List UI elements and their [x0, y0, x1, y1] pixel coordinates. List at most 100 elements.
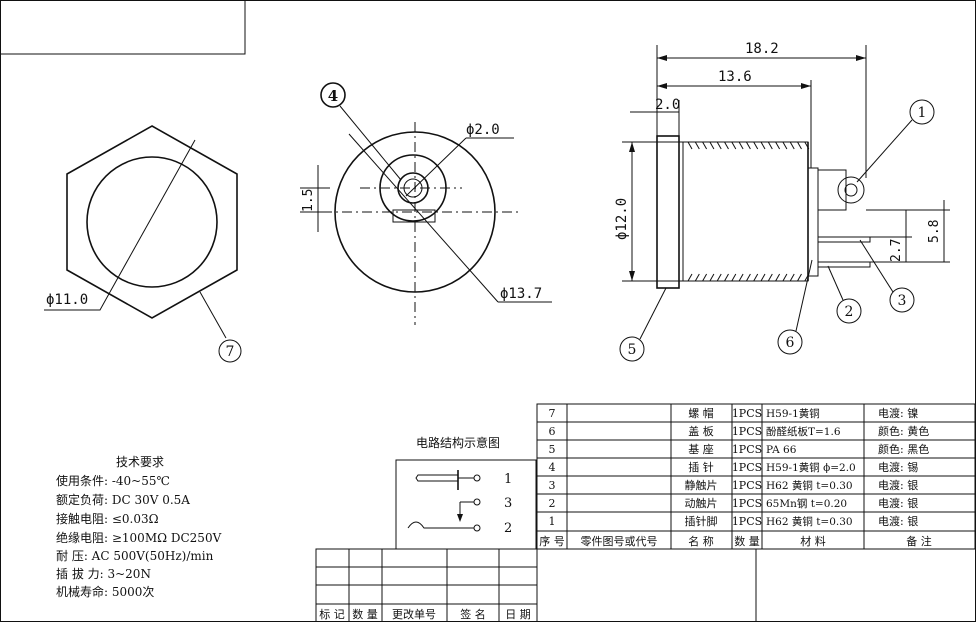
thread-crest — [709, 141, 715, 150]
thread-crest — [789, 141, 795, 150]
pin-symbol — [415, 474, 459, 482]
arrow — [629, 142, 635, 152]
tech-title: 技术要求 — [116, 455, 164, 469]
thread-crest — [775, 273, 781, 282]
flange-outline — [656, 135, 680, 289]
thread-crest — [797, 141, 802, 150]
balloon-7 — [218, 339, 242, 363]
dim-d20: ϕ2.0 — [466, 122, 500, 138]
bom-cell-mat: 酚醛纸板T=1.6 — [766, 425, 841, 438]
circuit-box — [395, 459, 537, 550]
bom-cell-note: 电渡: 银 — [878, 514, 918, 528]
bom-cell-note: 颜色: 黄色 — [878, 424, 929, 438]
thread-crest — [760, 141, 766, 150]
circuit-title: 电路结构示意图 — [416, 435, 500, 450]
bom-cell-no: 5 — [549, 443, 556, 456]
thread-crest — [753, 141, 759, 150]
dim-d58: 5.8 — [927, 220, 942, 243]
hex-outline — [66, 125, 238, 319]
bom-header-mat: 材 料 — [800, 534, 826, 548]
bom-cell-mat: H62 黄铜 t=0.30 — [766, 515, 853, 528]
bom-cell-mat: 65Mn钢 t=0.20 — [766, 497, 847, 510]
balloon-7-label: 7 — [226, 344, 235, 360]
spring-contact — [407, 521, 474, 529]
thread-crest — [694, 141, 700, 150]
nut-bore-circle — [86, 156, 218, 288]
arrow — [629, 271, 635, 281]
tech-line: 绝缘电阻: ≥100MΩ DC250V — [56, 530, 222, 545]
circuit-pin1: 1 — [504, 472, 512, 487]
bom-cell-no: 4 — [549, 461, 556, 474]
thread-crest — [745, 273, 751, 282]
bom-cell-note: 颜色: 黑色 — [878, 442, 929, 456]
bom-cell-qty: 1PCS — [732, 461, 762, 474]
thread-crest — [731, 273, 737, 282]
bom-cell-no: 2 — [549, 497, 556, 510]
thread-crest — [767, 141, 773, 150]
thread-crest — [724, 273, 729, 282]
bom-cell-qty: 1PCS — [732, 479, 762, 492]
bom-cell-no: 3 — [549, 479, 556, 492]
switch-arrow — [457, 514, 463, 522]
rev-header-sign: 签 名 — [460, 607, 486, 621]
bom-cell-name: 静触片 — [685, 478, 718, 492]
thread-crest — [738, 273, 744, 282]
thread-crest — [702, 273, 708, 282]
bom-cell-name: 插 针 — [688, 460, 714, 474]
tech-line: 使用条件: -40~55℃ — [56, 473, 170, 488]
bom-cell-mat: H62 黄铜 t=0.30 — [766, 479, 853, 492]
thread-crest — [716, 141, 722, 150]
rev-header-change: 更改单号 — [392, 607, 436, 621]
cover-plate — [807, 167, 819, 277]
thread-crest — [738, 141, 744, 150]
d20-leader — [405, 137, 467, 197]
thread-crest — [694, 273, 700, 282]
bom-cell-mat: H59-1黄铜 ϕ=2.0 — [766, 461, 856, 474]
rev-header-mark: 标 记 — [319, 607, 345, 621]
thread-crest — [797, 273, 802, 282]
balloon2-leader — [827, 265, 844, 301]
bom-header-no: 序 号 — [539, 534, 565, 548]
terminal-3 — [817, 236, 871, 243]
bom-cell-name: 基 座 — [688, 442, 714, 456]
bom-cell-name: 插针脚 — [685, 514, 718, 528]
bom-cell-note: 电渡: 银 — [878, 478, 918, 492]
balloon-3-label: 3 — [898, 293, 907, 309]
bom-cell-qty: 1PCS — [732, 515, 762, 528]
key-slot — [392, 209, 436, 223]
revision-frame — [315, 548, 975, 622]
thread-crest — [716, 273, 722, 282]
tech-line: 机械寿命: 5000次 — [56, 584, 154, 599]
balloon-2 — [836, 298, 862, 324]
bom-cell-qty: 1PCS — [732, 497, 762, 510]
thread-crest — [709, 273, 715, 282]
revision-table: 标 记 数 量 更改单号 签 名 日 期 — [315, 548, 975, 622]
tech-line: 耐 压: AC 500V(50Hz)/min — [56, 549, 214, 563]
balloon-3 — [889, 287, 915, 313]
thread-crest — [702, 141, 708, 150]
arrow — [657, 55, 667, 61]
thread-crest — [687, 141, 693, 150]
arrow — [801, 83, 811, 89]
balloon-1-label: 1 — [918, 105, 927, 121]
title-block-corner — [0, 0, 246, 55]
thread-crest — [782, 141, 788, 150]
bom-header-name: 名 称 — [688, 534, 714, 548]
hex-nut-view: ϕ11.0 7 — [44, 125, 242, 363]
bom-cell-no: 7 — [549, 407, 556, 420]
tech-requirements: 技术要求 使用条件: -40~55℃ 额定负荷: DC 30V 0.5A 接触电… — [56, 455, 222, 599]
bom-cell-note: 电渡: 银 — [878, 496, 918, 510]
thread-crests — [687, 141, 810, 282]
balloon-6-label: 6 — [786, 335, 795, 351]
tech-line: 插 拔 力: 3~20N — [56, 566, 151, 581]
balloon1-leader — [856, 119, 913, 183]
bom-cell-name: 螺 帽 — [688, 407, 714, 420]
rev-header-date: 日 期 — [505, 608, 531, 621]
bom-cell-mat: PA 66 — [766, 444, 797, 456]
dim-d2: 2.0 — [655, 97, 680, 113]
thread-crest — [775, 141, 781, 150]
bom-cell-no: 1 — [549, 515, 556, 528]
pin1-node — [473, 474, 481, 482]
terminal-hole-outer — [837, 176, 865, 204]
dim-d27: 2.7 — [889, 239, 904, 262]
